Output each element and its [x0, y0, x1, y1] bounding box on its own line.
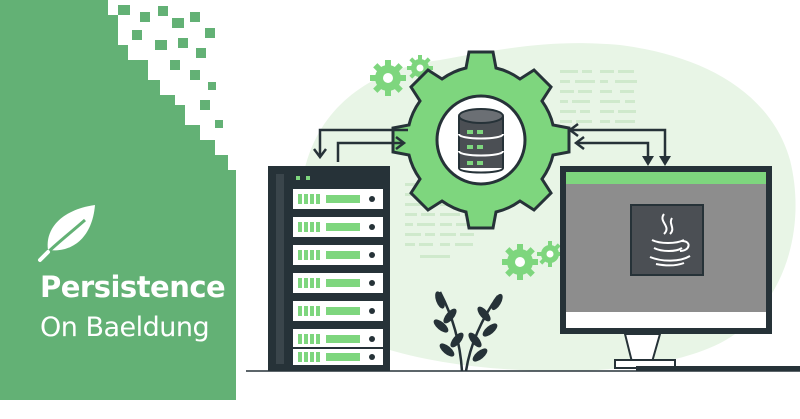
small-gear-icon: [370, 60, 406, 96]
arrow-icon: [313, 123, 667, 162]
small-gear-icon: [537, 241, 563, 267]
server-unit: [291, 347, 385, 367]
server-unit: [291, 327, 385, 351]
server-unit: [291, 243, 385, 267]
database-icon: [458, 108, 504, 174]
server-unit: [291, 271, 385, 295]
banner-text: Persistence On Baeldung: [40, 270, 226, 343]
code-lines-top: [560, 70, 637, 123]
banner-shape: [0, 0, 236, 400]
banner-subtitle: On Baeldung: [40, 312, 210, 343]
server-rack-icon: [268, 166, 390, 371]
server-unit: [291, 299, 385, 323]
leaf-icon: [38, 205, 95, 262]
server-unit: [291, 215, 385, 239]
java-coffee-cup-icon: [630, 204, 704, 276]
plant-icon: [433, 291, 503, 372]
small-gear-icon: [502, 244, 538, 280]
gear-icon: [391, 50, 571, 230]
banner-title: Persistence: [40, 270, 226, 304]
arrow-icon: [642, 156, 671, 166]
server-unit: [291, 187, 385, 211]
monitor-icon: [560, 166, 800, 371]
